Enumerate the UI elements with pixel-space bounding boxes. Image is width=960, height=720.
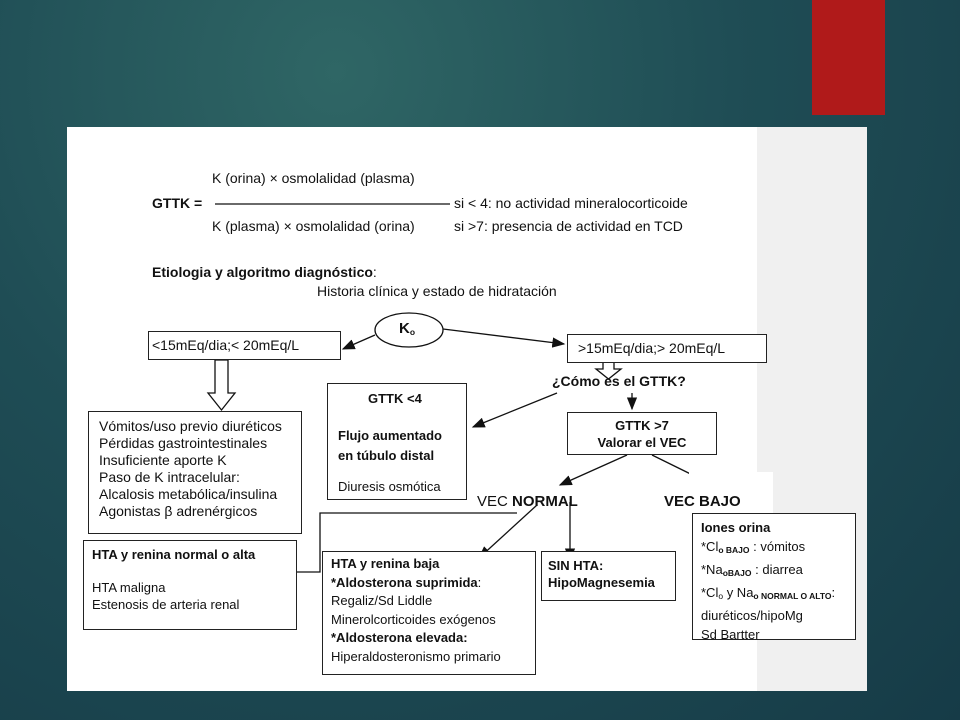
ko-sub: o	[409, 327, 416, 337]
hta-high-item: HTA maligna	[92, 580, 166, 595]
cause-item: Alcalosis metabólica/insulina	[99, 486, 278, 502]
hta-high-title: HTA y renina normal o alta	[92, 547, 256, 562]
iones-line2: *NaoBAJO : diarrea	[701, 560, 847, 583]
gttk-low-line2: en túbulo distal	[338, 448, 435, 463]
gttk-low-box: GTTK <4 Flujo aumentado en túbulo distal…	[327, 383, 467, 500]
arrow-to-vec-normal	[558, 454, 628, 486]
iones-l1-b: : vómitos	[749, 539, 806, 554]
iones-title: Iones orina	[701, 520, 771, 535]
ko-label: Ko	[399, 320, 415, 341]
iones-line5: Sd Bartter	[701, 627, 760, 642]
etiology-title: Etiologia y algoritmo diagnóstico	[152, 264, 373, 280]
cause-item: Paso de K intracelular:	[99, 469, 240, 485]
iones-line4: diuréticos/hipoMg	[701, 608, 803, 623]
hta-high-box: HTA y renina normal o alta HTA maligna E…	[83, 540, 297, 630]
gttk-low-line3: Diuresis osmótica	[338, 479, 441, 494]
iones-l3-sub1: o	[718, 591, 724, 601]
iones-box: Iones orina *Clo BAJO : vómitos *NaoBAJO…	[692, 513, 856, 642]
cause-item: Vómitos/uso previo diuréticos	[99, 418, 282, 434]
cause-item: Pérdidas gastrointestinales	[99, 435, 268, 451]
iones-l1-a: *Cl	[701, 539, 719, 554]
hta-high-item: Estenosis de arteria renal	[92, 597, 240, 612]
iones-l3-b: :	[831, 585, 836, 600]
arrow-to-hta-low	[478, 504, 538, 559]
ko-main: K	[399, 320, 410, 337]
etiology-title-colon: :	[372, 264, 377, 280]
ko-ellipse	[374, 312, 444, 348]
vec-normal-prefix: VEC	[477, 493, 513, 510]
gttk-high-line1: GTTK >7	[615, 418, 669, 433]
gttk-low-line1: Flujo aumentado	[338, 428, 442, 443]
iones-l3-sub2: o NORMAL O ALTO	[753, 591, 832, 601]
arrow-question-to-gttk-low	[471, 392, 558, 428]
iones-l3-mid: y Na	[723, 585, 754, 600]
iones-l2-a: *Na	[701, 562, 723, 577]
etiology-title-line: Etiologia y algoritmo diagnóstico:	[152, 264, 377, 281]
gttk-low-title: GTTK <4	[368, 391, 422, 406]
gttk-high-line2: Valorar el VEC	[597, 435, 687, 450]
arrow-ko-to-high	[442, 328, 566, 348]
sin-hta-line1: SIN HTA:	[548, 558, 604, 573]
hta-low-elev-item: Hiperaldosteronismo primario	[331, 648, 501, 664]
block-arrow-low	[206, 359, 237, 412]
iones-l1-sub: o BAJO	[718, 545, 750, 555]
slide-content: K (orina) × osmolalidad (plasma) GTTK = …	[67, 127, 867, 691]
formula-condition-high: si >7: presencia de actividad en TCD	[454, 218, 683, 234]
vec-bajo-label: VEC BAJO	[664, 493, 741, 510]
gttk-high-box: GTTK >7 Valorar el VEC	[567, 412, 717, 455]
iones-l2-sub: oBAJO	[722, 568, 752, 578]
red-accent-tab	[812, 0, 885, 115]
hta-low-title: HTA y renina baja	[331, 556, 440, 571]
hta-low-box: HTA y renina baja *Aldosterona suprimida…	[322, 551, 536, 675]
vec-bajo-backdrop	[689, 472, 773, 516]
iones-line3: *Clo y Nao NORMAL O ALTO:	[701, 583, 847, 606]
hta-low-sup-colon: :	[477, 574, 482, 590]
arrow-ko-to-low	[341, 334, 376, 350]
gttk-question: ¿Cómo es el GTTK?	[552, 373, 686, 389]
hta-low-sup-item: Regaliz/Sd Liddle	[331, 593, 433, 608]
high-k-box: >15mEq/dia;> 20mEq/L	[567, 334, 767, 363]
low-k-box: <15mEq/dia;< 20mEq/L	[148, 331, 341, 360]
sin-hta-box: SIN HTA: HipoMagnesemia	[541, 551, 676, 601]
high-k-label: >15mEq/dia;> 20mEq/L	[578, 340, 726, 356]
vec-normal-bold: NORMAL	[512, 493, 578, 510]
etiology-subtitle: Historia clínica y estado de hidratación	[317, 283, 557, 299]
cause-item: Insuficiente aporte K	[99, 452, 227, 468]
hta-low-elev: *Aldosterona elevada:	[331, 630, 468, 645]
formula-denominator: K (plasma) × osmolalidad (orina)	[212, 218, 415, 234]
hta-low-sup: *Aldosterona suprimida	[331, 574, 478, 590]
formula-condition-low: si < 4: no actividad mineralocorticoide	[454, 195, 688, 211]
diagram-connectors	[206, 203, 719, 578]
hta-low-sup-line: *Aldosterona suprimida:	[331, 574, 527, 593]
vec-normal-label: VEC NORMAL	[477, 493, 578, 510]
formula-numerator: K (orina) × osmolalidad (plasma)	[212, 170, 415, 186]
formula-lhs: GTTK =	[152, 195, 203, 211]
sin-hta-line2: HipoMagnesemia	[548, 575, 655, 590]
low-k-label: <15mEq/dia;< 20mEq/L	[152, 337, 300, 353]
low-k-causes-box: Vómitos/uso previo diuréticos Pérdidas g…	[88, 411, 302, 534]
iones-line1: *Clo BAJO : vómitos	[701, 537, 847, 560]
cause-item: Agonistas β adrenérgicos	[99, 503, 258, 519]
iones-l3-a: *Cl	[701, 585, 719, 600]
hta-low-sup-item: Minerolcorticoides exógenos	[331, 611, 496, 627]
iones-l2-b: : diarrea	[751, 562, 803, 577]
connector-to-hta-high	[277, 512, 517, 578]
